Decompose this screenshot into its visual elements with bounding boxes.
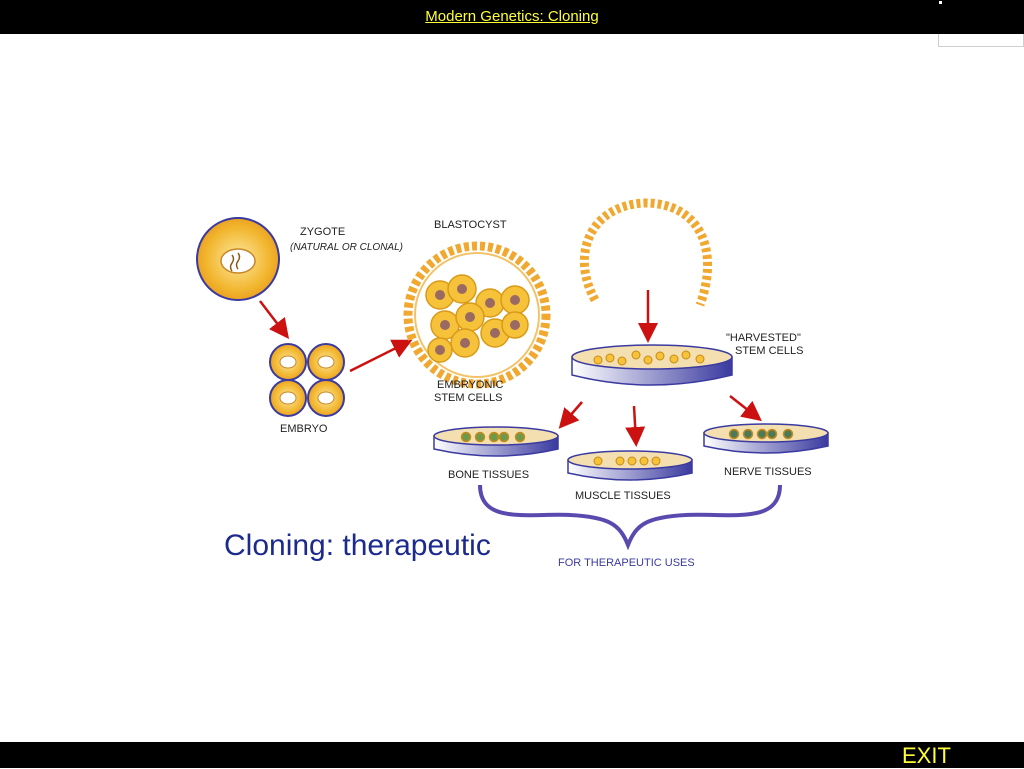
arrow-embryo-blastocyst [349, 339, 413, 373]
arrow-dish-muscle [625, 405, 646, 447]
muscle-tissue-dish [567, 450, 693, 481]
arrow-dish-nerve [729, 395, 762, 422]
bone-label: BONE TISSUES [448, 469, 529, 481]
cloning-diagram: ZYGOTE (NATURAL OR CLONAL) EMBRYO [196, 198, 829, 569]
embryo-cells [269, 343, 345, 417]
nerve-tissue-dish [703, 423, 829, 454]
arrow-dish-bone [558, 401, 583, 429]
embryo-label: EMBRYO [280, 423, 328, 435]
harvested-label-line1: "HARVESTED" [726, 332, 801, 344]
embryonic-label-line2: STEM CELLS [434, 392, 502, 404]
footer-bar [0, 742, 1024, 768]
zygote-cell [196, 217, 280, 301]
harvested-label-line2: STEM CELLS [735, 345, 803, 357]
muscle-label: MUSCLE TISSUES [575, 490, 671, 502]
corner-box [938, 34, 1024, 47]
arrow-zygote-embryo [259, 300, 290, 339]
therapeutic-label: FOR THERAPEUTIC USES [558, 557, 695, 569]
exit-button[interactable]: EXIT [902, 743, 951, 768]
page-title-link[interactable]: Modern Genetics: Cloning [425, 8, 599, 25]
embryonic-label-line1: EMBRYONIC [437, 379, 503, 391]
zygote-label: ZYGOTE [300, 226, 345, 238]
corner-marker [939, 1, 942, 4]
harvested-dish [571, 344, 733, 386]
zygote-note-label: (NATURAL OR CLONAL) [290, 242, 403, 253]
nerve-label: NERVE TISSUES [724, 466, 812, 478]
header-bar [0, 0, 1024, 34]
slide-caption: Cloning: therapeutic [224, 529, 491, 562]
bone-tissue-dish [433, 426, 559, 457]
blastocyst-label: BLASTOCYST [434, 219, 507, 231]
therapeutic-brace [478, 484, 782, 551]
blastocyst [403, 241, 551, 389]
stem-cell-chain [579, 198, 713, 307]
